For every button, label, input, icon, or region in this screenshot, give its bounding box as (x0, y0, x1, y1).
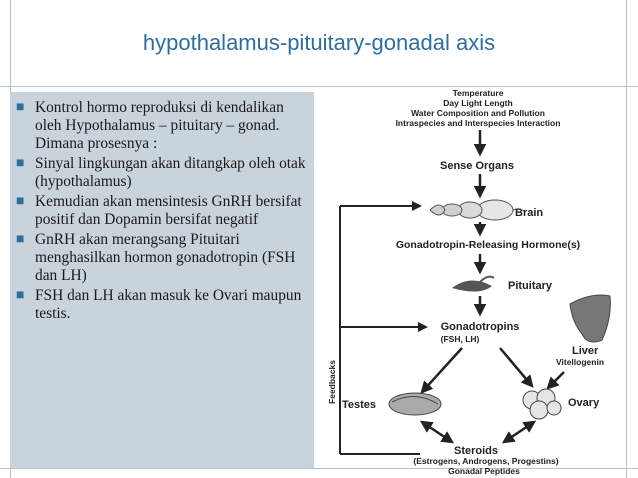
bullet-list: ■Kontrol hormo reproduksi di kendalikan … (12, 99, 312, 325)
bullet-item: ■Kontrol hormo reproduksi di kendalikan … (16, 99, 284, 152)
testes-icon (388, 392, 442, 416)
ovary-icon (522, 388, 562, 420)
vitellogenin-label: Vitellogenin (556, 357, 604, 367)
bullet-panel (10, 92, 314, 468)
fsh-lh-label: (FSH, LH) (441, 334, 480, 344)
env-line-2: Day Light Length (443, 98, 512, 108)
arrow-gonadotropins-to-testes (420, 347, 463, 394)
title-band (0, 0, 638, 72)
feedbacks-label: Feedbacks (327, 360, 337, 404)
slide-title: hypothalamus-pituitary-gonadal axis (142, 30, 496, 55)
steroid-list-label: (Estrogens, Androgens, Progestins) (413, 456, 558, 466)
bullet-marker: ■ (16, 232, 25, 247)
arrow-ovary-steroids (501, 420, 537, 444)
pituitary-icon (452, 275, 495, 292)
bullet-marker: ■ (16, 194, 25, 209)
gnrh-label: Gonadotropin-Releasing Hormone(s) (396, 239, 580, 251)
liver-icon (569, 294, 611, 343)
pituitary-label: Pituitary (508, 280, 553, 292)
frame-line-right (626, 0, 627, 478)
title-divider (0, 86, 638, 87)
bullet-marker: ■ (16, 100, 25, 115)
arrow-testes-steroids (419, 420, 455, 444)
bullet-item: ■GnRH akan merangsang Pituitari menghasi… (16, 231, 296, 284)
bullet-item: ■FSH dan LH akan masuk ke Ovari maupun t… (16, 287, 302, 322)
env-line-1: Temperature (453, 88, 504, 98)
testes-label: Testes (342, 399, 376, 411)
arrow-liver-to-ovary (546, 371, 565, 390)
gonadotropins-label: Gonadotropins (441, 321, 520, 333)
liver-label: Liver (572, 345, 599, 357)
env-line-3: Water Composition and Pollution (411, 108, 545, 118)
sense-organs-label: Sense Organs (440, 160, 514, 172)
steroids-label: Steroids (454, 445, 498, 457)
gonadal-peptides-label: Gonadal Peptides (448, 466, 520, 476)
bullet-item: ■Kemudian akan mensintesis GnRH bersifat… (16, 193, 302, 228)
arrow-gonadotropins-to-ovary (499, 347, 534, 388)
frame-line-bottom (0, 468, 638, 469)
brain-label: Brain (515, 207, 543, 219)
bullet-marker: ■ (16, 288, 25, 303)
bullet-item: ■Sinyal lingkungan akan ditangkap oleh o… (16, 155, 306, 190)
env-line-4: Intraspecies and Interspecies Interactio… (396, 118, 561, 128)
bullet-marker: ■ (16, 156, 25, 171)
brain-icon (429, 199, 525, 221)
ovary-label: Ovary (568, 397, 600, 409)
hpg-axis-diagram: Temperature Day Light Length Water Compo… (327, 88, 611, 476)
